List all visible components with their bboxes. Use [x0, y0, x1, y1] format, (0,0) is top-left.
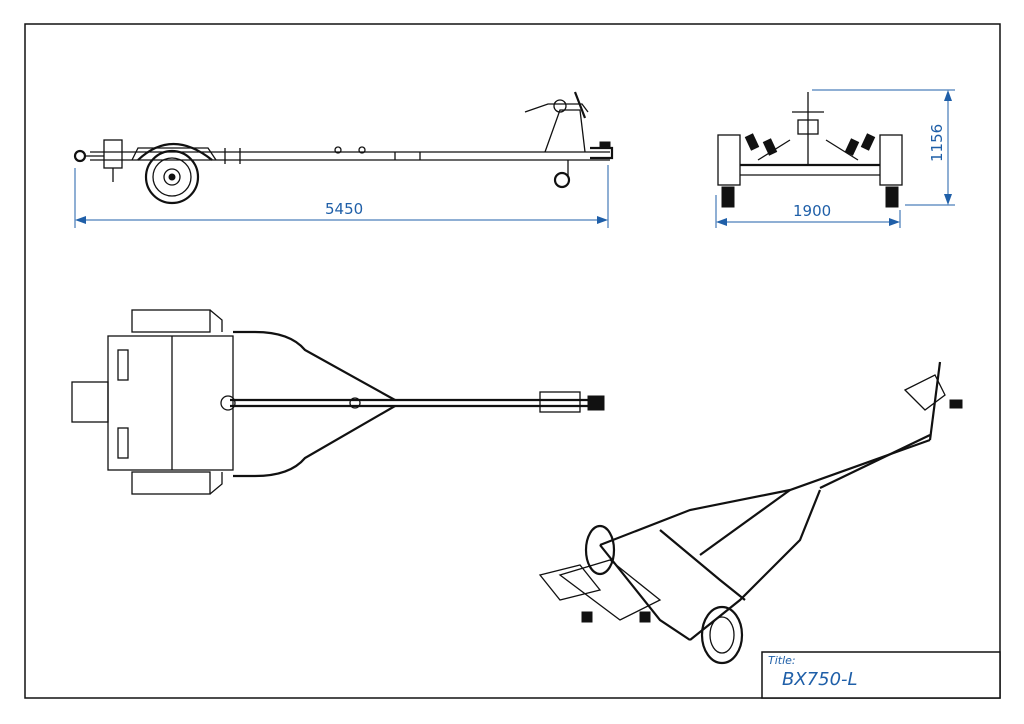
dimension-length-label: 5450: [325, 200, 363, 218]
title-block-frame: [761, 651, 1001, 699]
perspective-view: [538, 361, 963, 665]
title-label: Title:: [768, 654, 796, 667]
dimension-width-label: 1900: [793, 202, 831, 220]
dimension-width: [715, 195, 901, 228]
top-view: [71, 309, 605, 495]
title-block: [761, 651, 1001, 699]
dimension-height: [812, 89, 955, 206]
sheet-border: [24, 23, 1001, 699]
dimension-length: [74, 165, 609, 228]
dimension-height-label: 1156: [928, 124, 946, 162]
rear-view: [717, 92, 903, 208]
side-view: [73, 91, 614, 205]
title-value: BX750-L: [782, 669, 858, 690]
